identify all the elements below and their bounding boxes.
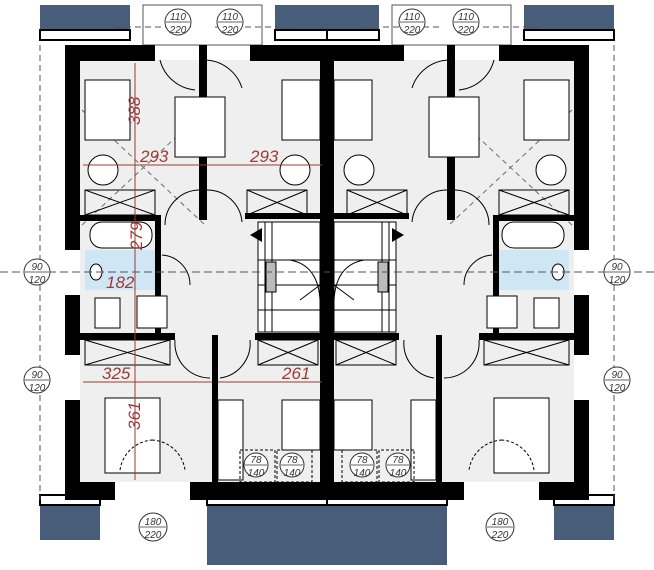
svg-text:78: 78	[250, 455, 262, 466]
svg-text:110: 110	[404, 12, 420, 23]
svg-text:110: 110	[458, 12, 474, 23]
svg-text:220: 220	[144, 530, 162, 541]
svg-text:120: 120	[609, 383, 626, 394]
svg-text:220: 220	[169, 25, 187, 36]
dim-325: 325	[102, 364, 131, 383]
svg-text:220: 220	[491, 530, 509, 541]
dimension-lines	[83, 63, 322, 480]
svg-text:140: 140	[248, 468, 265, 479]
svg-text:140: 140	[390, 468, 407, 479]
left-unit	[0, 4, 331, 566]
svg-text:140: 140	[354, 468, 371, 479]
svg-text:220: 220	[221, 25, 239, 36]
right-unit	[323, 4, 654, 566]
dim-261: 261	[281, 364, 310, 383]
svg-text:180: 180	[145, 517, 162, 528]
svg-text:220: 220	[403, 25, 421, 36]
svg-text:180: 180	[492, 517, 509, 528]
svg-text:90: 90	[611, 370, 623, 381]
svg-text:120: 120	[609, 275, 626, 286]
svg-text:140: 140	[284, 468, 301, 479]
dim-293-left: 293	[139, 147, 169, 166]
svg-text:90: 90	[611, 262, 623, 273]
dim-388: 388	[125, 96, 144, 125]
svg-text:120: 120	[29, 275, 46, 286]
svg-text:220: 220	[457, 25, 475, 36]
dim-361: 361	[125, 402, 144, 430]
svg-text:90: 90	[31, 370, 43, 381]
svg-text:78: 78	[286, 455, 298, 466]
dim-279: 279	[127, 221, 146, 251]
dim-293-right: 293	[249, 147, 279, 166]
svg-text:110: 110	[222, 12, 238, 23]
svg-text:78: 78	[356, 455, 368, 466]
svg-text:120: 120	[29, 383, 46, 394]
dim-182: 182	[106, 273, 135, 292]
svg-text:90: 90	[31, 262, 43, 273]
svg-text:78: 78	[392, 455, 404, 466]
svg-text:110: 110	[170, 12, 186, 23]
